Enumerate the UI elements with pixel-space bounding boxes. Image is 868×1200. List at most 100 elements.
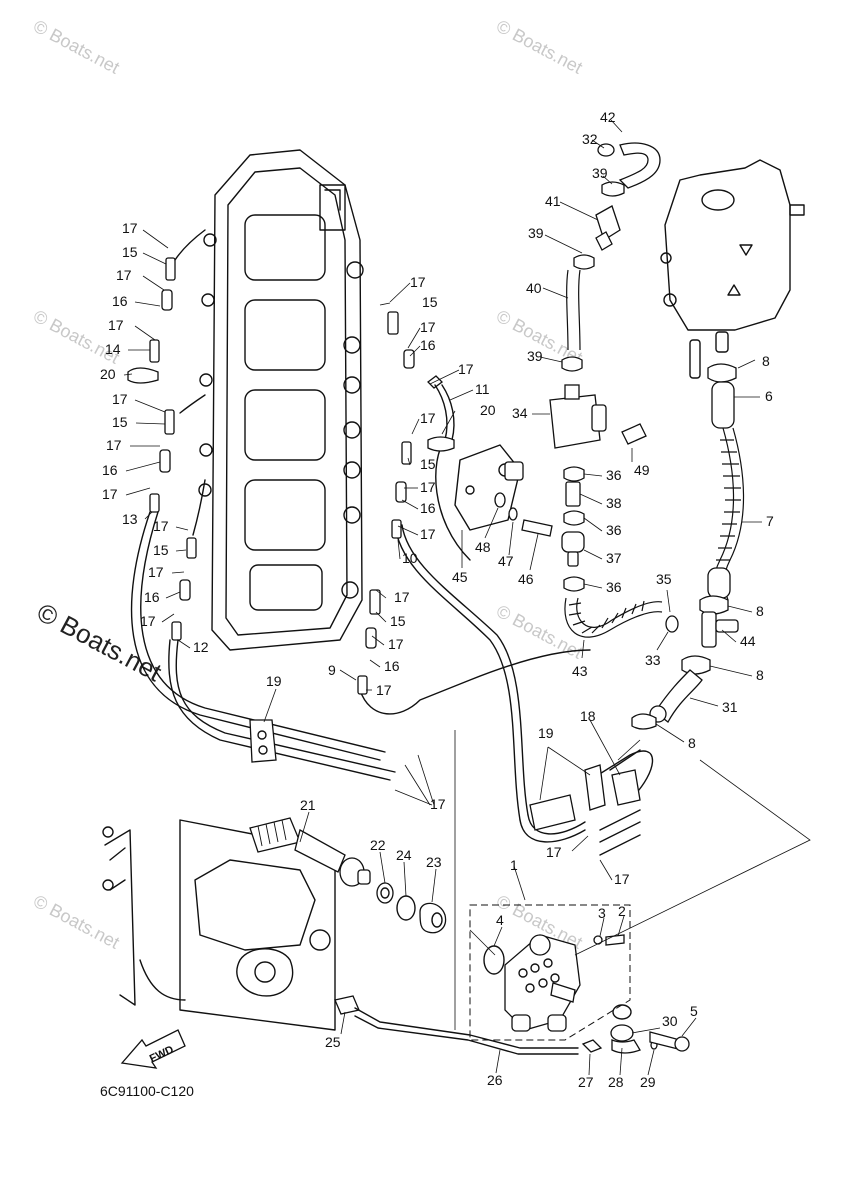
callout-17: 17 xyxy=(420,410,436,426)
callout-18: 18 xyxy=(580,708,596,724)
callout-11: 11 xyxy=(475,381,490,397)
callout-42: 42 xyxy=(600,109,616,125)
callout-23: 23 xyxy=(426,854,442,870)
callout-21: 21 xyxy=(300,797,316,813)
small-parts-5-25-30 xyxy=(334,982,690,1055)
callout-17: 17 xyxy=(106,437,122,453)
callout-15: 15 xyxy=(422,294,438,310)
cooling-hose-6-7 xyxy=(707,363,745,601)
callout-16: 16 xyxy=(102,462,118,478)
callout-48: 48 xyxy=(475,539,491,555)
fwd-arrow: FWD xyxy=(120,1029,186,1069)
callout-4: 4 xyxy=(496,912,504,928)
callout-47: 47 xyxy=(498,553,514,569)
callout-14: 14 xyxy=(105,341,121,357)
callout-15: 15 xyxy=(122,244,138,260)
callout-16: 16 xyxy=(420,500,436,516)
callout-15: 15 xyxy=(390,613,406,629)
callout-8: 8 xyxy=(756,603,764,619)
callout-31: 31 xyxy=(722,699,738,715)
callout-17: 17 xyxy=(614,871,630,887)
callout-32: 32 xyxy=(582,131,598,147)
seals-22-24-23 xyxy=(376,882,447,934)
callout-17: 17 xyxy=(388,636,404,652)
callout-28: 28 xyxy=(608,1074,624,1090)
callout-39: 39 xyxy=(592,165,608,181)
callout-46: 46 xyxy=(518,571,534,587)
callout-39: 39 xyxy=(528,225,544,241)
callout-49: 49 xyxy=(634,462,650,478)
callout-40: 40 xyxy=(526,280,542,296)
callout-17: 17 xyxy=(420,319,436,335)
watermark: © Boats.net xyxy=(493,16,586,78)
callout-17: 17 xyxy=(394,589,410,605)
callout-34: 34 xyxy=(512,405,528,421)
watermark: © Boats.net xyxy=(30,306,123,368)
callout-2: 2 xyxy=(618,903,626,919)
callout-17: 17 xyxy=(430,796,446,812)
callout-22: 22 xyxy=(370,837,386,853)
cylinder-block xyxy=(198,149,364,651)
callout-8: 8 xyxy=(688,735,696,751)
callout-16: 16 xyxy=(420,337,436,353)
callout-17: 17 xyxy=(140,613,156,629)
callout-20: 20 xyxy=(100,366,116,382)
lower-engine-casting xyxy=(102,819,336,1031)
callout-15: 15 xyxy=(420,456,436,472)
callout-16: 16 xyxy=(144,589,160,605)
callout-33: 33 xyxy=(645,652,661,668)
callout-26: 26 xyxy=(487,1072,503,1088)
callout-25: 25 xyxy=(325,1034,341,1050)
callout-9: 9 xyxy=(328,662,336,678)
callout-5: 5 xyxy=(690,1003,698,1019)
callout-17: 17 xyxy=(410,274,426,290)
callout-38: 38 xyxy=(606,495,622,511)
callout-29: 29 xyxy=(640,1074,656,1090)
callout-44: 44 xyxy=(740,633,756,649)
callout-1: 1 xyxy=(510,857,518,873)
connection-lines xyxy=(454,730,811,1030)
callout-35: 35 xyxy=(656,571,672,587)
callout-3: 3 xyxy=(598,905,606,921)
callout-17: 17 xyxy=(376,682,392,698)
callout-45: 45 xyxy=(452,569,468,585)
callout-17: 17 xyxy=(420,479,436,495)
callout-17: 17 xyxy=(122,220,138,236)
callout-15: 15 xyxy=(112,414,128,430)
leader-lines xyxy=(123,119,762,1076)
watermark: © Boats.net xyxy=(30,16,123,78)
callout-19: 19 xyxy=(266,673,282,689)
callout-36: 36 xyxy=(606,522,622,538)
callout-17: 17 xyxy=(102,486,118,502)
callout-13: 13 xyxy=(122,511,138,527)
callout-17: 17 xyxy=(420,526,436,542)
bracket-45 xyxy=(454,444,553,537)
center-hose-stack xyxy=(357,311,455,695)
callout-43: 43 xyxy=(572,663,588,679)
callout-30: 30 xyxy=(662,1013,678,1029)
callout-17: 17 xyxy=(108,317,124,333)
callout-17: 17 xyxy=(546,844,562,860)
callout-12: 12 xyxy=(193,639,209,655)
filter-hoses-36-43 xyxy=(561,466,679,638)
callout-10: 10 xyxy=(402,550,418,566)
callout-17: 17 xyxy=(153,518,169,534)
left-hose-stack-upper xyxy=(127,229,206,641)
callout-19: 19 xyxy=(538,725,554,741)
callout-17: 17 xyxy=(148,564,164,580)
fuel-pump-assembly-1 xyxy=(469,904,631,1041)
callout-39: 39 xyxy=(527,348,543,364)
callout-17: 17 xyxy=(112,391,128,407)
watermark: © Boats.net xyxy=(30,891,123,953)
callout-8: 8 xyxy=(762,353,770,369)
fuel-lines xyxy=(130,439,654,856)
callout-15: 15 xyxy=(153,542,169,558)
hose-clamp-19-left xyxy=(249,719,277,763)
vent-hoses-42-40 xyxy=(561,142,661,372)
callout-24: 24 xyxy=(396,847,412,863)
callout-37: 37 xyxy=(606,550,622,566)
callout-36: 36 xyxy=(606,467,622,483)
callout-7: 7 xyxy=(766,513,774,529)
callout-16: 16 xyxy=(384,658,400,674)
